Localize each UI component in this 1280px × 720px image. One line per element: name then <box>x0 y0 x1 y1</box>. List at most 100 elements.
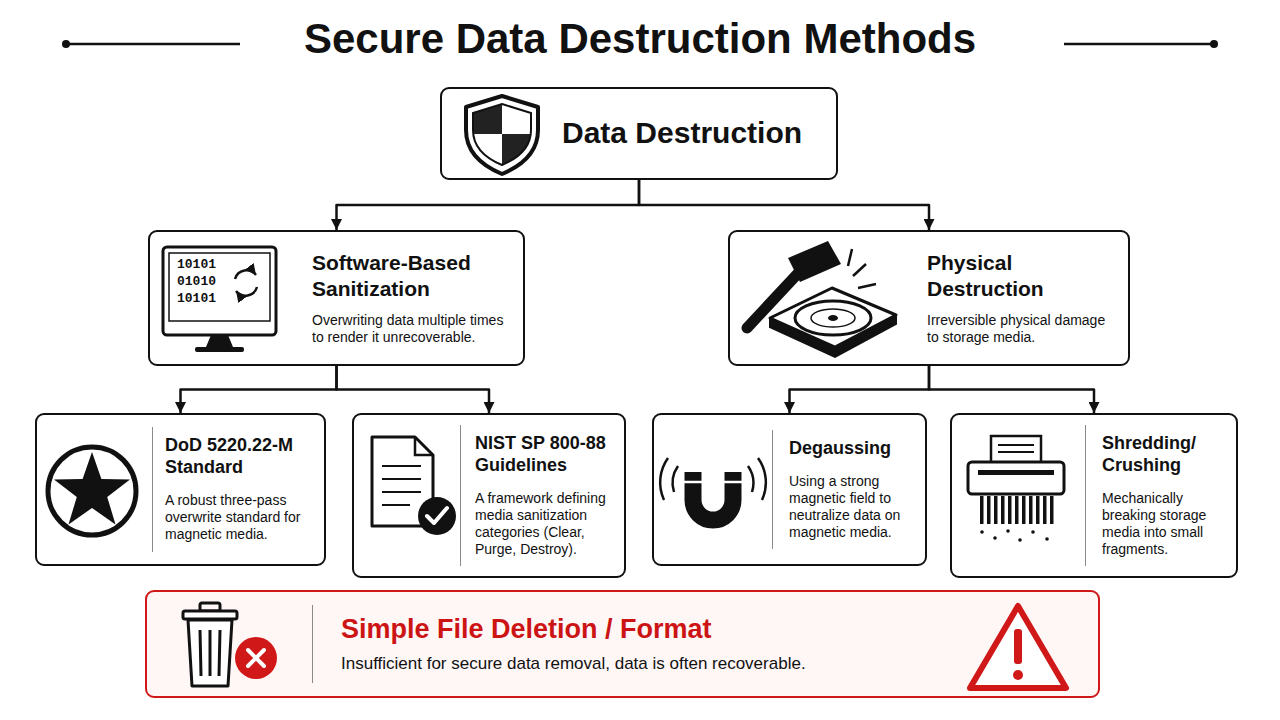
shredder-icon <box>1006 529 1010 533</box>
node-body: Mechanically breaking storage media into… <box>1102 490 1230 558</box>
shredder-icon <box>978 496 1054 524</box>
hammer-drive-icon <box>788 241 841 282</box>
node-heading: Physical Destruction <box>927 250 1120 301</box>
title-rule <box>1210 40 1218 48</box>
star-icon <box>54 452 130 524</box>
method-box: Shredding/ CrushingMechanically breaking… <box>950 413 1238 578</box>
shield-icon <box>466 96 538 174</box>
method-box: DegaussingUsing a strong magnetic field … <box>652 413 927 566</box>
hammer-drive-icon <box>828 315 838 321</box>
trash-icon <box>188 620 232 686</box>
warning-box: Simple File Deletion / FormatInsufficien… <box>145 590 1100 698</box>
monitor-icon <box>206 335 233 347</box>
text-column: Simple File Deletion / FormatInsufficien… <box>312 605 1098 683</box>
tree-connector <box>790 366 930 413</box>
method-box: NIST SP 800-88 Guidelines A framework def… <box>352 413 626 578</box>
warning-triangle <box>1013 670 1023 680</box>
trash-icon <box>183 611 237 619</box>
shredder-icon <box>991 436 1041 464</box>
shredder-icon <box>993 536 997 540</box>
document-icon <box>382 466 421 505</box>
hammer-drive-icon <box>770 288 896 347</box>
shield-icon <box>466 96 538 174</box>
magnet-icon <box>660 458 766 520</box>
title-rule <box>1064 43 1214 46</box>
warning-triangle <box>970 606 1066 688</box>
shield-icon <box>466 96 538 174</box>
node-heading: NIST SP 800-88 Guidelines <box>475 433 618 477</box>
tree-connector <box>639 180 929 230</box>
monitor-icon <box>163 247 276 335</box>
monitor-icon <box>235 270 256 279</box>
text-column: DoD 5220.22-M Standard A robust three-pas… <box>152 427 324 551</box>
tree-connector <box>181 366 337 413</box>
shredder-icon <box>978 470 1054 475</box>
text-column: Physical DestructionIrreversible physica… <box>927 250 1128 345</box>
shredder-icon <box>1018 538 1022 542</box>
node-heading: Degaussing <box>789 438 919 460</box>
node-heading: Data Destruction <box>562 115 828 152</box>
star-icon <box>48 447 136 535</box>
text-column: Software-Based SanitizationOverwriting d… <box>312 250 523 345</box>
tree-connector <box>929 366 1094 413</box>
warning-panel <box>146 591 1099 697</box>
shield-icon <box>466 96 502 134</box>
title-rule <box>66 43 240 46</box>
magnet-icon <box>748 458 766 500</box>
shredder-icon <box>968 462 1064 494</box>
star-icon <box>48 447 136 535</box>
title-rule <box>62 40 70 48</box>
shredder-icon <box>1031 530 1035 534</box>
trash-icon <box>235 637 277 679</box>
screen-binary: 10101 <box>177 258 216 271</box>
screen-binary: 01010 <box>177 275 216 288</box>
trash-icon <box>183 603 277 686</box>
shredder-icon <box>998 445 1034 452</box>
node-heading: Shredding/ Crushing <box>1102 433 1230 477</box>
hammer-drive-icon <box>747 268 803 328</box>
node-heading: Software-Based Sanitization <box>312 250 515 301</box>
monitor-icon <box>195 347 244 352</box>
diagram-title: Secure Data Destruction Methods <box>0 14 1280 64</box>
warning-triangle <box>970 606 1066 688</box>
monitor-icon <box>163 247 276 352</box>
trash-icon <box>200 630 220 676</box>
node-body: Irreversible physical damage to storage … <box>927 312 1120 346</box>
node-body: A framework defining media sanitization … <box>475 490 618 558</box>
magnet-icon <box>660 458 678 500</box>
root-box: Data Destruction <box>440 87 838 180</box>
text-column: Data Destruction <box>562 115 836 152</box>
trash-icon <box>248 650 264 666</box>
hammer-drive-icon <box>848 249 876 288</box>
hammer-drive-icon <box>747 241 896 357</box>
node-body: Insufficient for secure data removal, da… <box>341 654 966 675</box>
tree-connector <box>337 180 640 230</box>
text-column: DegaussingUsing a strong magnetic field … <box>772 430 925 549</box>
shredder-icon <box>1045 537 1049 541</box>
hammer-drive-icon <box>795 301 871 335</box>
shield-icon <box>473 104 531 165</box>
monitor-icon <box>236 287 257 296</box>
document-icon <box>427 508 447 523</box>
document-icon <box>372 437 456 535</box>
category-box: Physical DestructionIrreversible physica… <box>728 230 1130 366</box>
hammer-drive-icon <box>811 309 855 327</box>
node-heading: DoD 5220.22-M Standard <box>165 435 318 479</box>
document-icon <box>415 437 433 455</box>
node-heading: Simple File Deletion / Format <box>341 613 966 646</box>
screen-binary: 10101 <box>177 292 216 305</box>
magnet-icon <box>693 472 733 520</box>
tree-connector <box>337 366 490 413</box>
document-icon <box>418 497 456 535</box>
method-box: DoD 5220.22-M Standard A robust three-pas… <box>35 413 326 566</box>
node-body: Overwriting data multiple times to rende… <box>312 312 515 346</box>
warning-triangle <box>1014 629 1022 664</box>
shredder-icon <box>980 530 984 534</box>
node-body: A robust three-pass overwrite standard f… <box>165 492 318 543</box>
node-body: Using a strong magnetic field to neutral… <box>789 473 919 541</box>
shredder-icon <box>968 436 1064 542</box>
text-column: Shredding/ CrushingMechanically breaking… <box>1085 425 1236 566</box>
monitor-icon <box>169 253 270 321</box>
